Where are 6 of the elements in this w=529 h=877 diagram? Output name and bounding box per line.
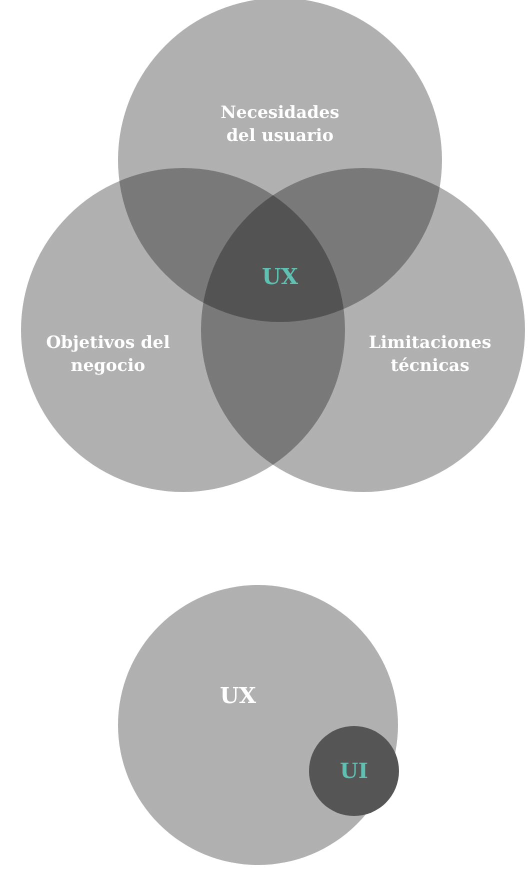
intersection-label: UX (262, 263, 298, 292)
circle-label: Objetivos del negocio (45, 332, 171, 378)
circle-label: UI (338, 756, 370, 785)
circle-label: Limitaciones técnicas (368, 332, 492, 378)
circle-label: UX (218, 682, 258, 712)
circle-label: Necesidades del usuario (220, 102, 340, 148)
